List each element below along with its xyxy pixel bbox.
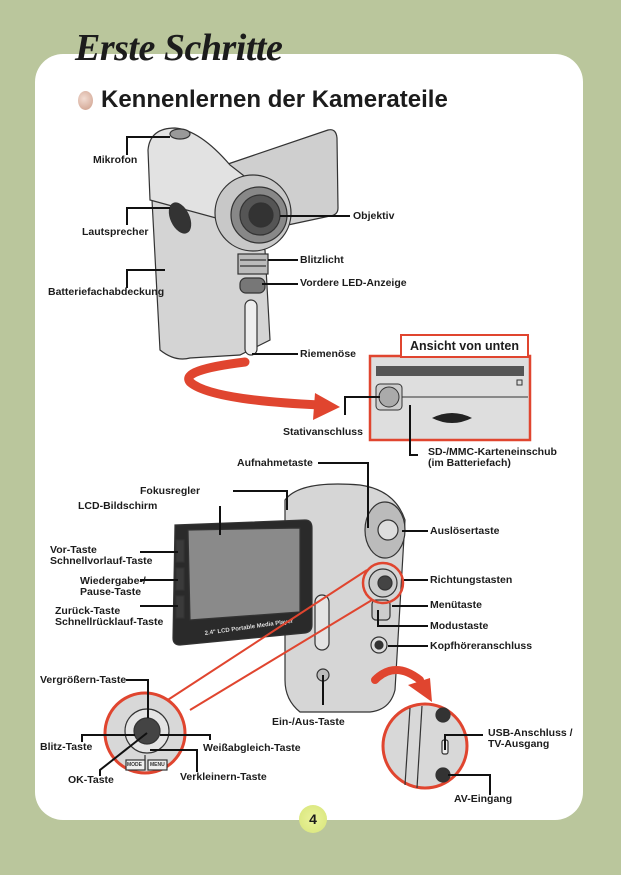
label-richtung: Richtungstasten	[430, 574, 513, 586]
label-lcd: LCD-Bildschirm	[78, 500, 158, 512]
front-camera-illustration	[147, 127, 339, 360]
bottom-view-illustration	[368, 354, 532, 442]
label-ausloeser: Auslösertaste	[430, 525, 500, 537]
label-usb: USB-Anschluss / TV-Ausgang	[488, 727, 573, 750]
zoom-line-bottom	[189, 599, 373, 711]
label-verkleinern: Verkleinern-Taste	[180, 771, 267, 783]
label-kopfhoerer: Kopfhöreranschluss	[430, 640, 533, 652]
label-vergroessern: Vergrößern-Taste	[40, 674, 127, 686]
label-einaus: Ein-/Aus-Taste	[272, 716, 345, 728]
label-blitz: Blitz-Taste	[40, 741, 93, 753]
front-leader-lines	[126, 136, 350, 355]
label-objektiv: Objektiv	[353, 210, 395, 222]
ports-leader-lines	[444, 734, 491, 795]
label-menu: Menütaste	[430, 599, 482, 611]
label-stativ: Stativanschluss	[283, 426, 363, 438]
label-riemenoese: Riemenöse	[300, 348, 357, 360]
ports-detail-illustration	[381, 702, 469, 790]
page-number: 4	[299, 805, 327, 833]
label-modus: Modustaste	[430, 620, 489, 632]
label-sd-slot: SD-/MMC-Karteneinschub (im Batteriefach)	[428, 446, 557, 469]
label-led: Vordere LED-Anzeige	[300, 277, 407, 289]
label-weiss: Weißabgleich-Taste	[203, 742, 301, 754]
red-arrow-icon	[184, 357, 340, 420]
dpad-highlight-circle	[361, 561, 405, 605]
back-leader-lines	[140, 462, 428, 705]
bottom-view-title: Ansicht von unten	[400, 334, 529, 358]
zoom-line-top	[159, 569, 368, 706]
page-title: Erste Schritte	[75, 27, 283, 69]
bullet-icon	[78, 90, 93, 110]
section-heading-text: Kennenlernen der Kamerateile	[101, 86, 448, 113]
label-zurueck: Zurück-Taste Schnellrücklauf-Taste	[55, 605, 164, 628]
label-wiedergabe: Wiedergabe-/ Pause-Taste	[80, 575, 146, 598]
red-arrow-ports-icon	[371, 666, 432, 702]
back-camera-illustration	[172, 483, 406, 713]
label-av: AV-Eingang	[454, 793, 513, 805]
menu-button-label: MENU	[150, 762, 165, 768]
label-ok: OK-Taste	[68, 774, 114, 786]
label-batteriefach: Batteriefachabdeckung	[48, 286, 165, 298]
label-aufnahme: Aufnahmetaste	[237, 457, 313, 469]
label-lautsprecher: Lautsprecher	[82, 226, 149, 238]
mode-button-label: MODE	[127, 762, 143, 768]
dpad-leader-lines	[81, 679, 211, 776]
dpad-detail-illustration	[103, 691, 187, 775]
label-fokus: Fokusregler	[140, 485, 201, 497]
label-mikrofon: Mikrofon	[93, 154, 138, 166]
label-blitzlicht: Blitzlicht	[300, 254, 344, 266]
label-vor: Vor-Taste Schnellvorlauf-Taste	[50, 544, 153, 567]
bottom-leader-lines	[344, 396, 418, 456]
section-heading: Kennenlernen der Kamerateile	[78, 86, 448, 114]
